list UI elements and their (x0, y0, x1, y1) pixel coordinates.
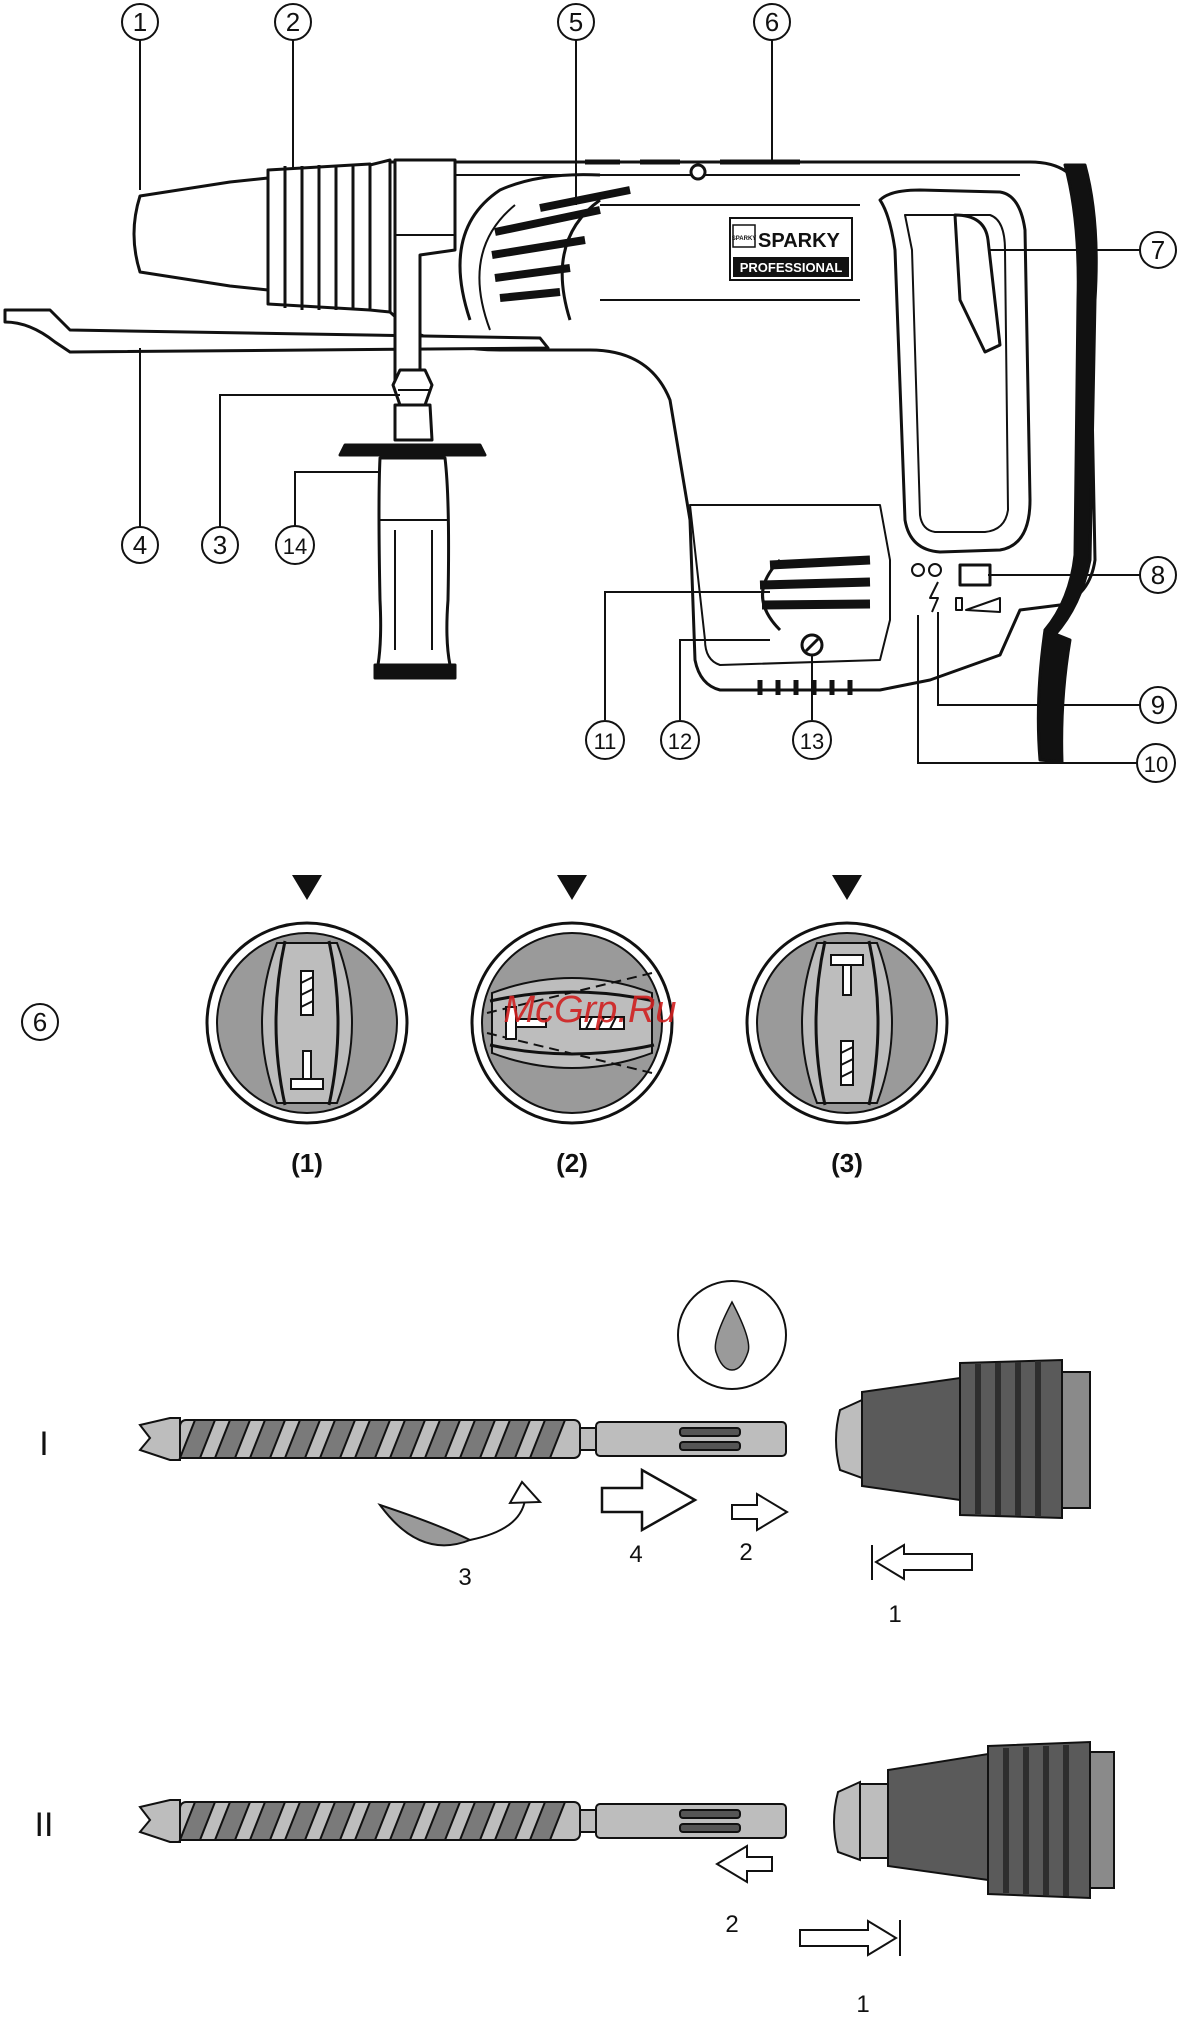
pointer-triangle-icon (292, 875, 322, 900)
svg-text:6: 6 (33, 1007, 47, 1037)
rotary-hammer-drawing (5, 160, 1096, 762)
step-II-label: II (35, 1806, 54, 1844)
step-I-insert: I (39, 1281, 1090, 1628)
callout-6: 6 (754, 4, 790, 40)
svg-text:3: 3 (213, 530, 227, 560)
section-label-6: 6 (22, 1004, 58, 1040)
mode-knob-3 (747, 923, 947, 1123)
callout-2: 2 (275, 4, 311, 40)
pointer-triangle-icon (832, 875, 862, 900)
step-I-num-2: 2 (739, 1539, 752, 1566)
push-arrow-icon (732, 1494, 787, 1530)
brand-plate: SPARKY SPARKY PROFESSIONAL (730, 218, 852, 280)
callout-10: 10 (1137, 744, 1175, 782)
callout-14: 14 (276, 526, 314, 564)
svg-text:5: 5 (569, 7, 583, 37)
svg-text:4: 4 (133, 530, 147, 560)
drill-bit (140, 1418, 786, 1460)
mode-caption-2: (2) (556, 1148, 588, 1178)
brand-badge: SPARKY (732, 236, 757, 242)
step-I-num-4: 4 (629, 1541, 642, 1568)
svg-text:6: 6 (765, 7, 779, 37)
pull-arrow-icon (872, 1545, 972, 1580)
svg-text:13: 13 (800, 729, 824, 754)
callout-12: 12 (661, 721, 699, 759)
rotate-arrow-icon (380, 1482, 540, 1545)
pointer-triangle-icon (557, 875, 587, 900)
push-arrow-icon (800, 1920, 900, 1956)
step-I-label: I (39, 1425, 48, 1463)
callout-13: 13 (793, 721, 831, 759)
brand-name: SPARKY (758, 230, 841, 252)
drill-bit (140, 1800, 786, 1842)
chuck (834, 1742, 1114, 1898)
step-II-num-1: 1 (856, 1991, 869, 2018)
callout-3: 3 (202, 527, 238, 563)
mode-caption-3: (3) (831, 1148, 863, 1178)
drill-bit-icon (841, 1041, 853, 1085)
mode-caption-1: (1) (291, 1148, 323, 1178)
chuck (836, 1360, 1090, 1518)
step-I-num-1: 1 (888, 1601, 901, 1628)
step-II-num-2: 2 (725, 1911, 738, 1938)
svg-text:14: 14 (283, 534, 307, 559)
drill-bit-icon (301, 971, 313, 1015)
callout-5: 5 (558, 4, 594, 40)
svg-text:12: 12 (668, 729, 692, 754)
svg-text:9: 9 (1151, 690, 1165, 720)
step-I-num-3: 3 (458, 1564, 471, 1591)
watermark: McGrp.Ru (503, 989, 676, 1031)
callout-1: 1 (122, 4, 158, 40)
step-II-remove: II 2 (35, 1742, 1114, 2018)
pull-arrow-icon (717, 1846, 772, 1882)
push-arrow-icon (602, 1470, 695, 1530)
callout-9: 9 (1140, 687, 1176, 723)
mode-knob-1 (207, 923, 407, 1123)
callout-4: 4 (122, 527, 158, 563)
svg-text:8: 8 (1151, 560, 1165, 590)
svg-text:2: 2 (286, 7, 300, 37)
svg-text:10: 10 (1144, 752, 1168, 777)
svg-text:1: 1 (133, 7, 147, 37)
callout-11: 11 (586, 721, 624, 759)
mode-selector-section: 6 (22, 875, 947, 1178)
svg-text:11: 11 (594, 729, 617, 754)
oil-drop-icon (678, 1281, 786, 1389)
callout-7: 7 (1140, 232, 1176, 268)
brand-subtitle: PROFESSIONAL (740, 260, 843, 275)
svg-text:7: 7 (1151, 235, 1165, 265)
callout-8: 8 (1140, 557, 1176, 593)
